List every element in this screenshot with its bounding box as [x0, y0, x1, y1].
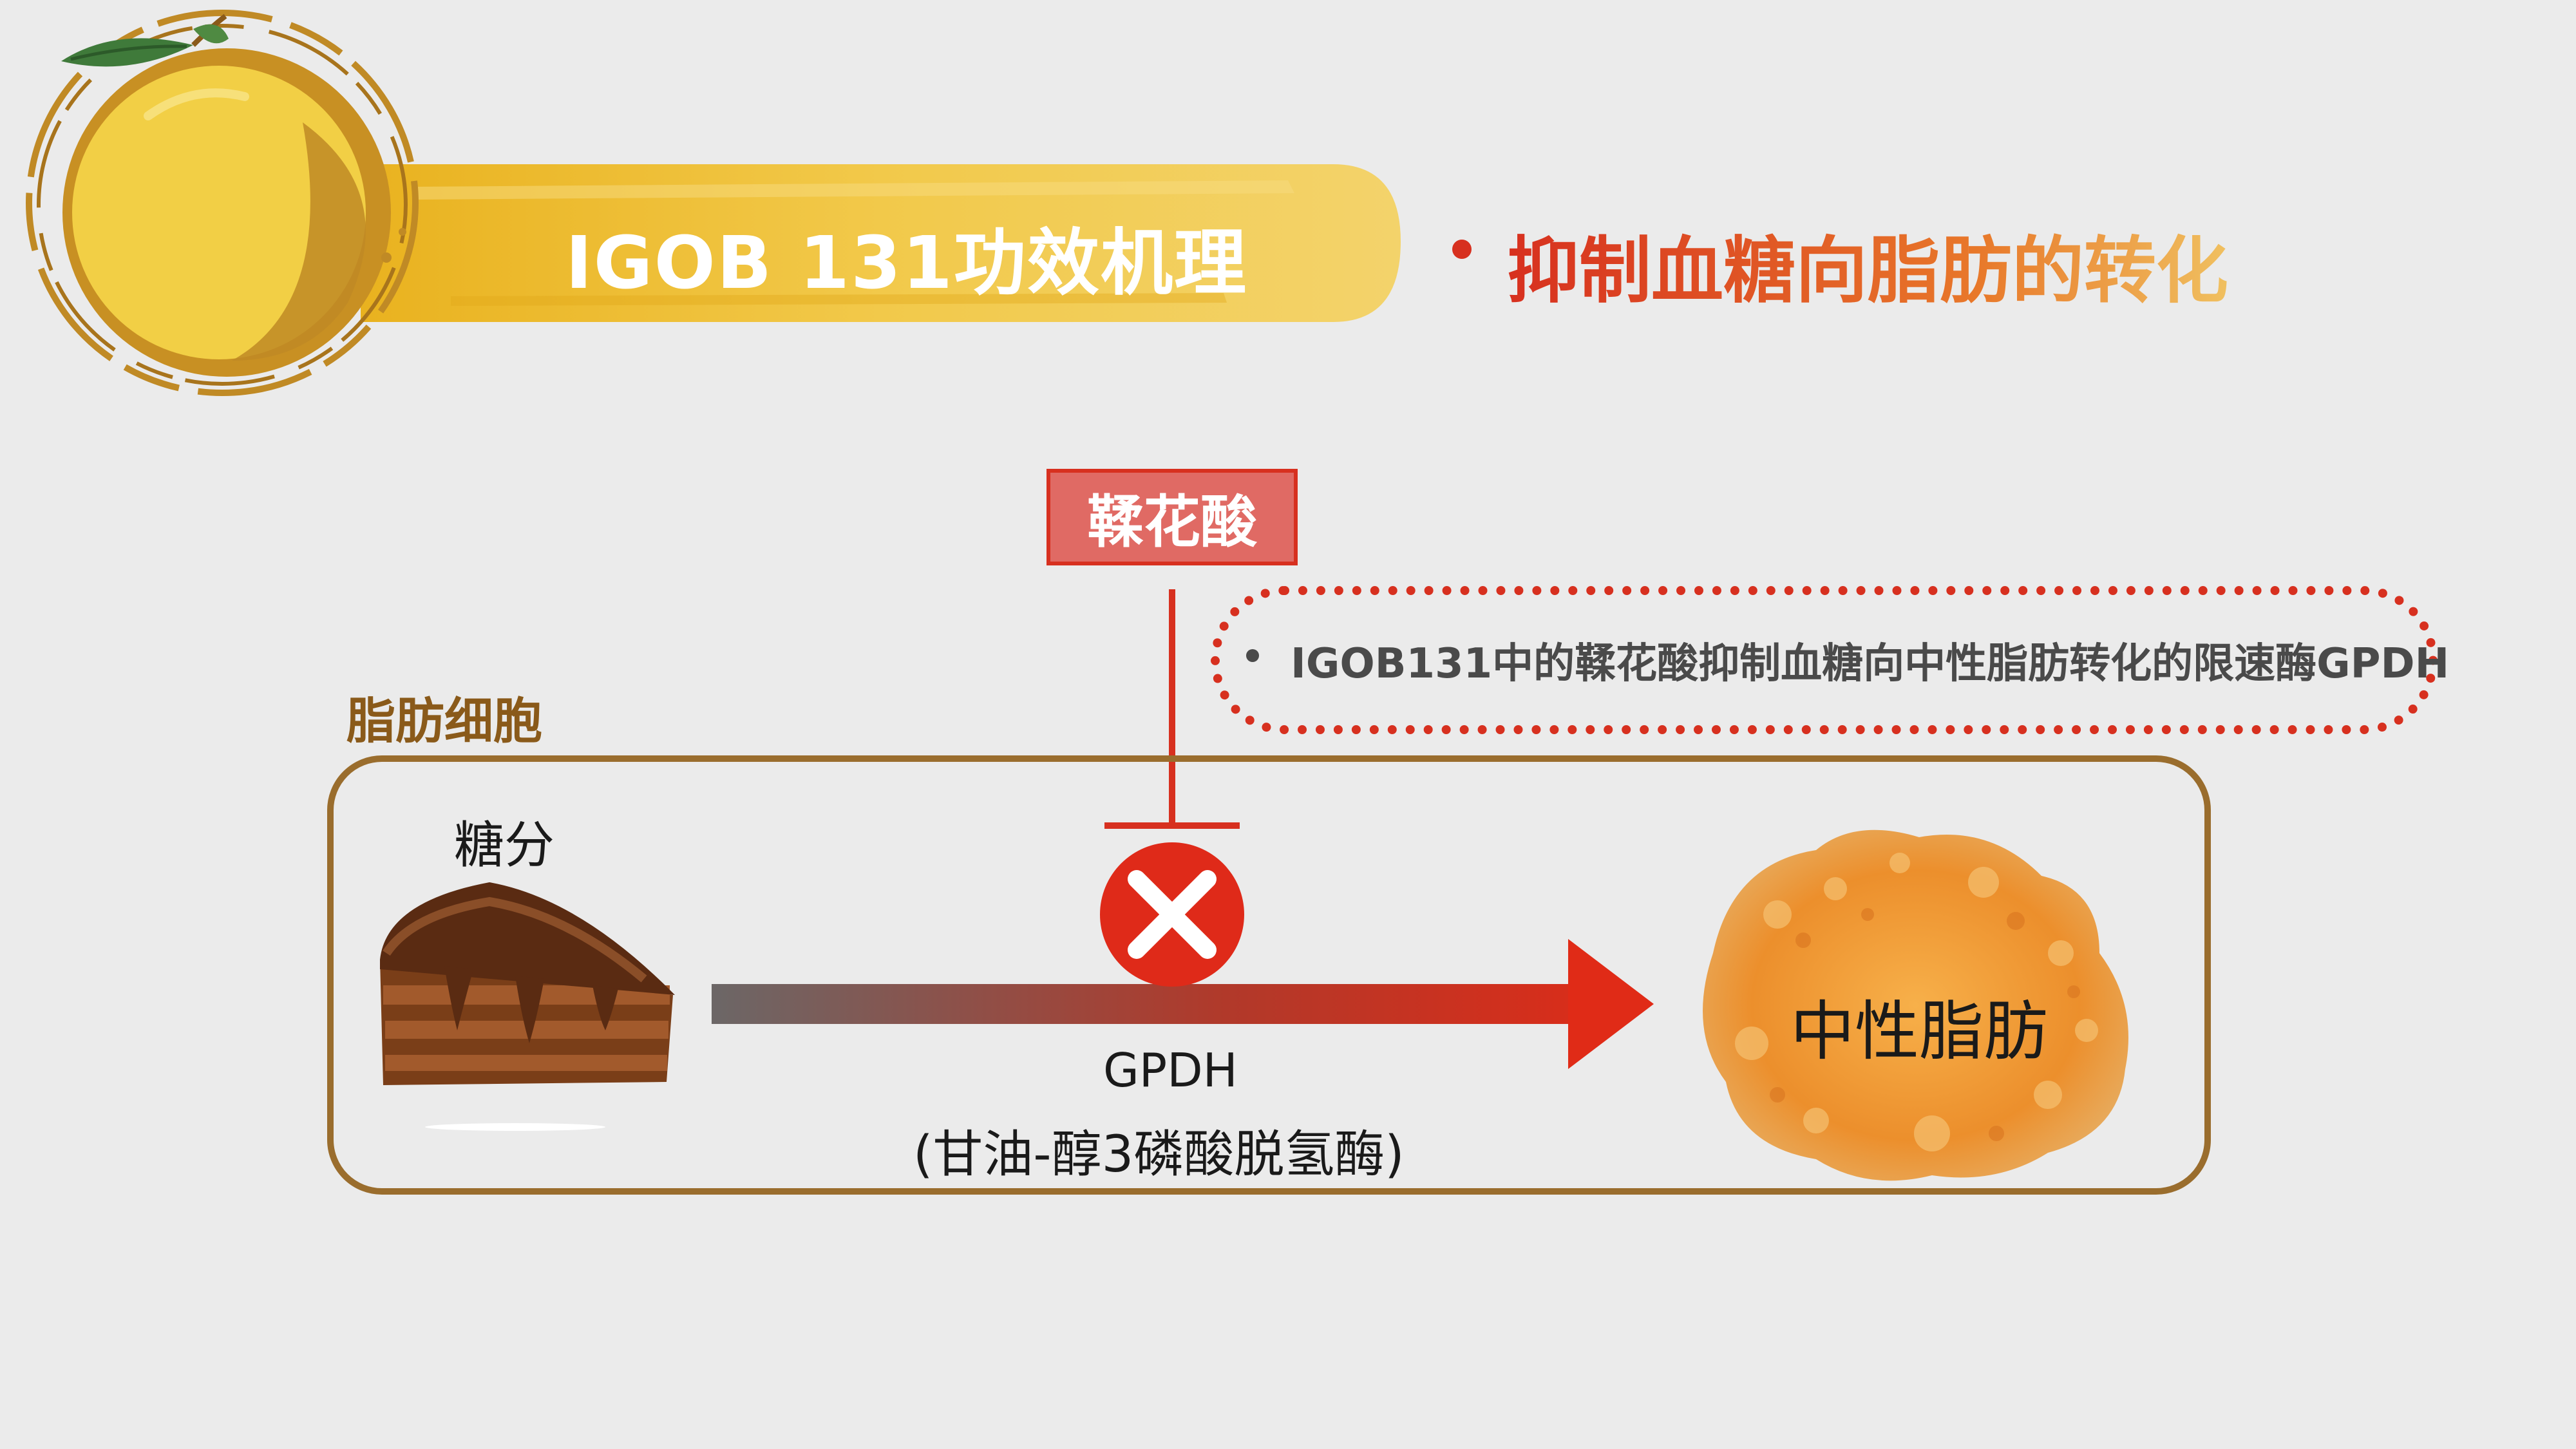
inhibition-line [1104, 589, 1240, 829]
fat-tissue-icon [1703, 829, 2128, 1181]
mechanism-note-text: IGOB131中的鞣花酸抑制血糖向中性脂肪转化的限速酶GPDH [1291, 640, 2450, 688]
source-label: 糖分 [454, 817, 555, 875]
mechanism-note: IGOB131中的鞣花酸抑制血糖向中性脂肪转化的限速酶GPDH [1211, 586, 2449, 734]
fat-cell-boundary [327, 755, 2211, 1195]
inhibitor-box: 鞣花酸 [1046, 469, 1298, 565]
subtitle-bullet [1452, 240, 1472, 259]
page-subtitle: 抑制血糖向脂肪的转化 [1507, 213, 2228, 317]
title-banner [361, 164, 1401, 322]
enzyme-label: GPDH [1103, 1043, 1238, 1097]
orange-logo-icon [26, 10, 419, 396]
enzyme-full-name: (甘油-醇3磷酸脱氢酶) [913, 1126, 1405, 1184]
cell-label: 脂肪细胞 [346, 692, 542, 750]
conversion-arrow [712, 939, 1654, 1069]
inhibitor-label: 鞣花酸 [1086, 488, 1257, 555]
cake-icon [380, 882, 675, 1131]
note-bullet [1246, 649, 1259, 662]
page-title: IGOB 131功效机理 [565, 222, 1247, 305]
target-label: 中性脂肪 [1790, 994, 2048, 1069]
blocked-x-icon [1100, 842, 1244, 987]
